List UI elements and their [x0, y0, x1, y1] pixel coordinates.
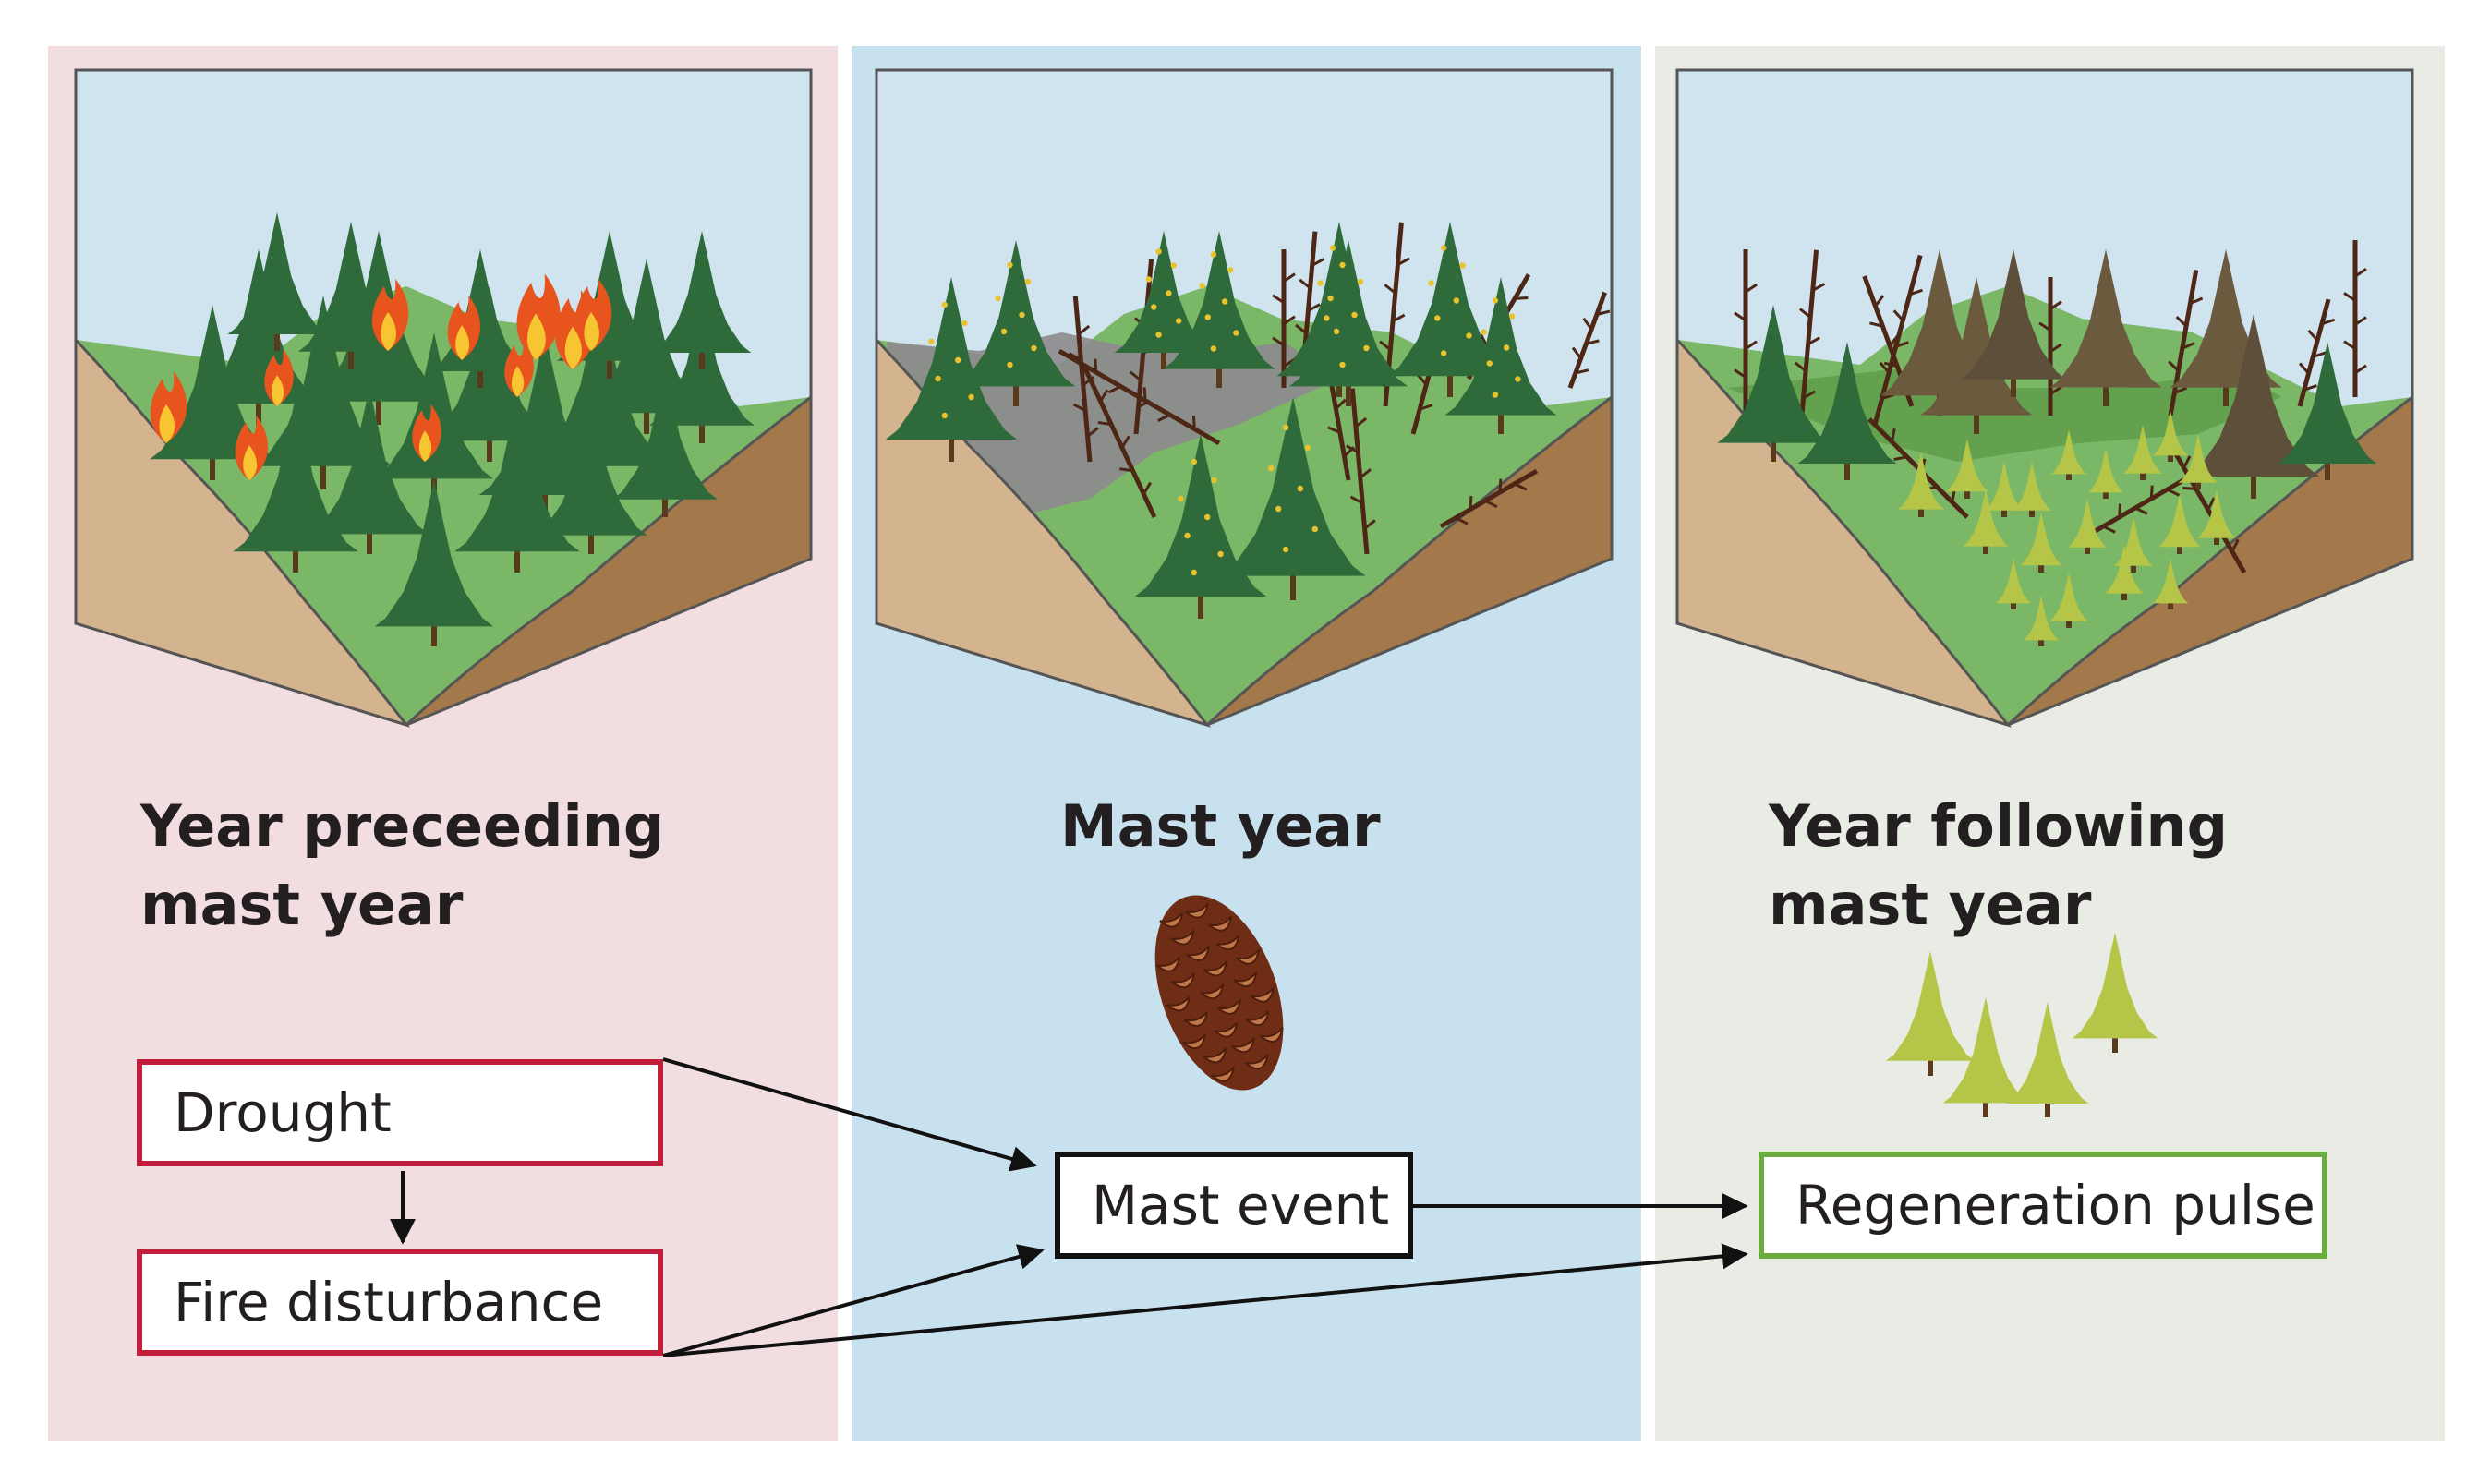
snag-tree [2085, 473, 2193, 538]
pine-tree [1163, 231, 1275, 388]
pine-tree [1995, 559, 2032, 609]
fire-flames [150, 273, 612, 480]
seedling-saplings [1898, 411, 2237, 646]
cone-bearing-trees [885, 222, 1557, 619]
pine-tree [1220, 397, 1366, 600]
flame [574, 279, 612, 351]
regeneration-pulse-box: Regeneration pulse [1759, 1152, 2327, 1259]
snag-tree [1439, 468, 1539, 529]
heading-mast-year: Mast year [1060, 787, 1381, 865]
pine-tree [1984, 462, 2025, 517]
pine-tree [2152, 411, 2189, 462]
pine-tree [1288, 240, 1408, 406]
pine-tree [1134, 434, 1267, 619]
arrow-drought-to-mast [662, 1057, 1037, 1172]
pine-tree [1960, 249, 2067, 397]
snag-tree [1872, 254, 1923, 426]
snag-tree [2297, 298, 2336, 407]
pine-tree [2158, 494, 2202, 554]
flame [235, 415, 269, 480]
pine-cone-icon [1154, 895, 1284, 1091]
seedling-icon [1885, 933, 2158, 1117]
mast-event-box: Mast event [1055, 1152, 1413, 1259]
snag-tree [2343, 240, 2367, 397]
snag-tree [1567, 291, 1611, 389]
pine-tree [233, 397, 358, 573]
pine-tree [2152, 559, 2189, 609]
pine-tree [1717, 305, 1830, 462]
pine-tree [2049, 573, 2089, 628]
snag-tree [1345, 388, 1376, 555]
heading-line: mast year [1769, 871, 2092, 938]
pine-tree [2196, 489, 2237, 545]
flame [447, 295, 481, 360]
snag-tree [2038, 277, 2062, 416]
pine-tree [309, 388, 429, 554]
pine-tree [2122, 425, 2163, 480]
pine-tree [2050, 429, 2087, 480]
heading-line: mast year [140, 871, 464, 938]
snag-tree [1058, 348, 1221, 446]
pine-tree [1885, 951, 1976, 1076]
flame [504, 339, 534, 397]
dead-snag-trees [1734, 240, 2367, 574]
pine-tree [2278, 342, 2377, 480]
pine-tree [2178, 434, 2218, 489]
pine-tree [1898, 452, 1944, 517]
pine-tree [2104, 545, 2145, 600]
pine-tree [2012, 462, 2052, 517]
heading-line: Year following [1769, 792, 2228, 860]
pine-tree [2006, 1002, 2089, 1117]
causal-arrows [390, 1057, 1748, 1357]
pine-tree [297, 222, 405, 369]
snag-tree [2168, 269, 2204, 416]
forest-fire-scene [74, 68, 813, 728]
pine-tree [2067, 499, 2108, 554]
flame [412, 404, 441, 462]
pine-tree [2019, 513, 2063, 573]
pine-tree [2049, 249, 2162, 406]
arrow-fire-to-mast [662, 1244, 1045, 1357]
pine-tree [454, 397, 580, 573]
flame [150, 371, 187, 443]
pine-tree [374, 480, 494, 646]
pine-tree [885, 277, 1018, 462]
drought-box: Drought [137, 1059, 663, 1166]
flame [264, 348, 294, 406]
pine-tree [652, 231, 752, 369]
pine-tree [2023, 596, 2060, 646]
mast-forest-scene [875, 68, 1614, 728]
pine-tree [956, 240, 1076, 406]
pine-tree [611, 369, 719, 517]
flame [371, 279, 409, 351]
pine-tree [1963, 489, 2009, 554]
pine-tree [1942, 997, 2029, 1117]
pine-tree [1444, 277, 1557, 434]
regenerating-forest-scene [1675, 68, 2414, 728]
arrow-fire-to-regeneration [662, 1243, 1748, 1357]
heading-line: Mast year [1060, 792, 1381, 860]
snag-tree [1794, 249, 1826, 426]
heading-year-preceding: Year preceeding mast year [140, 787, 664, 944]
pine-tree [227, 212, 327, 351]
pine-tree [535, 397, 647, 554]
pine-tree [1945, 439, 1989, 499]
heading-line: Year preceeding [140, 792, 665, 860]
fire-disturbance-box: Fire disturbance [137, 1249, 663, 1356]
surviving-trees [1717, 249, 2377, 499]
pine-tree [2072, 933, 2158, 1053]
heading-year-following: Year following mast year [1769, 787, 2228, 944]
pine-tree [1797, 342, 1897, 480]
snag-tree [1082, 365, 1157, 519]
pine-tree [2087, 448, 2124, 499]
flame [516, 273, 561, 360]
